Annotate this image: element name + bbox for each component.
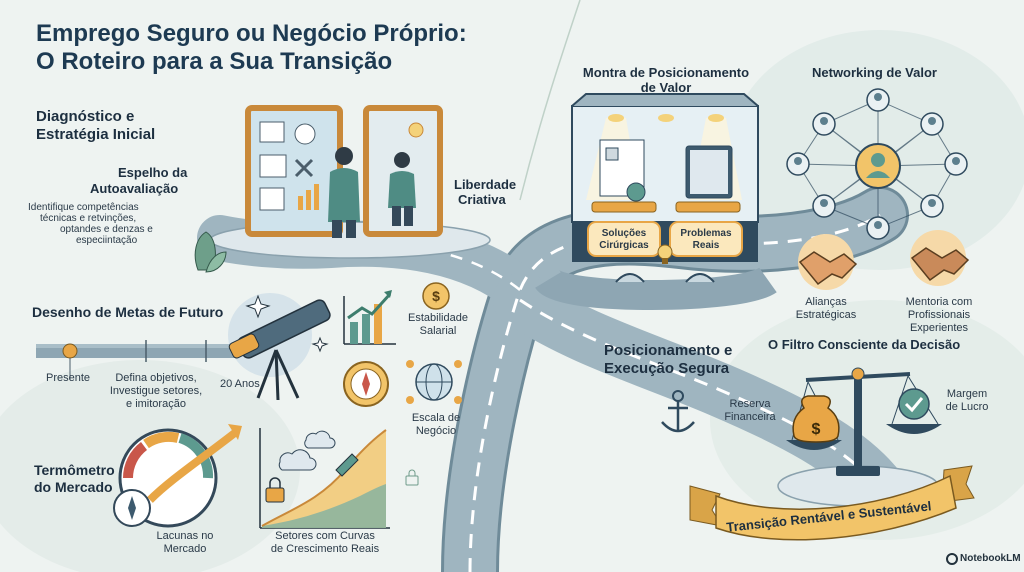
bar-chart-icon [343, 290, 396, 345]
montra-heading-line1: Montra de Posicionamento [582, 65, 750, 80]
estabilidade-line2: Salarial [419, 325, 457, 337]
lock-icon [265, 469, 419, 503]
compass-icon [343, 361, 389, 407]
tag-solucoes-line2: Cirúrgicas [599, 240, 649, 251]
gauge-icon [113, 424, 242, 528]
checkmark-icon [898, 388, 930, 420]
termometro-heading-line2: do Mercado [34, 479, 113, 495]
margem-line1: Margem [946, 388, 988, 400]
montra-heading-line2: de Valor [640, 80, 692, 95]
page-title-line1: Emprego Seguro ou Negócio Próprio: [36, 20, 467, 47]
filtro-heading: O Filtro Consciente da Decisão [768, 337, 961, 352]
network-icon [786, 88, 968, 240]
liberdade-label-line2: Criativa [458, 192, 506, 207]
defina-line3: e imitoração [126, 398, 186, 410]
tag-solucoes-line1: Soluções [601, 228, 647, 239]
posicionamento-heading-line2: Execução Segura [604, 360, 730, 377]
mentoria-line2: Profissionais [907, 309, 971, 321]
anos-label: 20 Anos [220, 378, 260, 390]
escala-line2: Negócio [415, 425, 457, 437]
metas-heading: Desenho de Metas de Futuro [32, 304, 224, 320]
plant-icon [194, 231, 227, 273]
estabilidade-line1: Estabilidade [408, 312, 468, 324]
tag-problemas-line2: Reais [692, 240, 720, 251]
money-bag-icon: $ [792, 395, 840, 443]
display-case-icon [535, 93, 777, 310]
espelho-label-line2: Autoavaliação [90, 181, 179, 196]
telescope-icon [228, 293, 331, 401]
person-icon [328, 147, 416, 238]
coin-icon: $ [422, 282, 450, 310]
setores-line1: Setores com Curvas [275, 530, 375, 542]
reserva-line2: Financeira [724, 411, 776, 423]
diagnostico-heading-line1: Diagnóstico e [36, 108, 135, 125]
page-title-line2: O Roteiro para a Sua Transição [36, 48, 393, 75]
networking-heading: Networking de Valor [812, 65, 937, 80]
margem-line2: de Lucro [945, 401, 989, 413]
mentoria-line1: Mentoria com [905, 296, 973, 308]
growth-curves-chart [259, 428, 390, 529]
lacunas-line2: Mercado [163, 543, 207, 555]
lightbulb-icon [657, 244, 673, 264]
espelho-desc-line3: optandes e denzas e [60, 224, 153, 235]
handshake-icon [798, 230, 970, 290]
anchor-icon [661, 390, 695, 433]
globe-network-icon [406, 360, 462, 404]
presente-label: Presente [46, 372, 91, 384]
bridge-icon [615, 273, 715, 283]
cloud-icon [278, 430, 336, 471]
espelho-label-line1: Espelho da [118, 165, 188, 180]
espelho-desc-line2: técnicas e retvinções, [40, 213, 137, 224]
svg-text:$: $ [812, 421, 821, 438]
escala-line1: Escala de [411, 412, 461, 424]
defina-line1: Defina objetivos, [115, 372, 197, 384]
defina-line2: Investigue setores, [109, 385, 203, 397]
svg-text:$: $ [432, 288, 440, 304]
diagnostico-heading-line2: Estratégia Inicial [36, 126, 156, 143]
aliancas-line2: Estratégicas [795, 309, 857, 321]
aliancas-line1: Alianças [805, 296, 847, 308]
termometro-heading-line1: Termômetro [34, 462, 115, 478]
posicionamento-heading-line1: Posicionamento e [604, 342, 733, 359]
tag-problemas-line1: Problemas [680, 228, 732, 239]
star-icon [245, 294, 329, 353]
espelho-desc-line1: Identifique competências [28, 202, 139, 213]
timeline [36, 340, 238, 380]
liberdade-label-line1: Liberdade [454, 177, 517, 192]
mentoria-line3: Experientes [909, 322, 969, 334]
reserva-line1: Reserva [729, 398, 771, 410]
lacunas-line1: Lacunas no [156, 530, 214, 542]
brand-label: NotebookLM [960, 553, 1021, 564]
brand-logo-icon [946, 553, 958, 565]
banner-ribbon [689, 465, 975, 541]
espelho-desc-line4: especiintação [76, 235, 138, 246]
setores-line2: de Crescimento Reais [270, 543, 380, 555]
